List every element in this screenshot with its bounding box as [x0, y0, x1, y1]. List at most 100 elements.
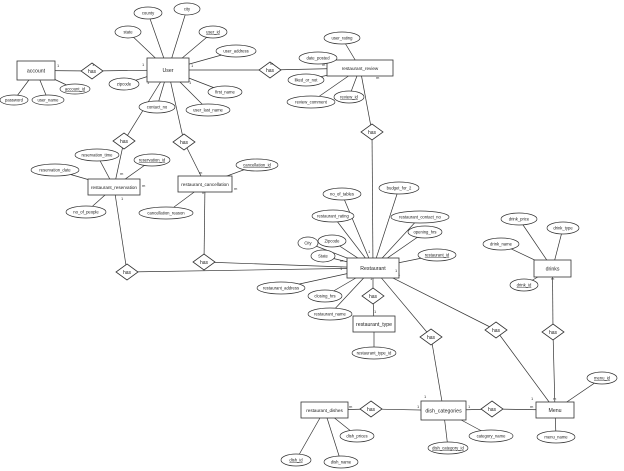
relationship-label: has [120, 139, 129, 145]
connector-line [359, 67, 373, 133]
attribute-restaurant-rating: restaurant_rating [311, 209, 355, 223]
attribute-city-r: City [297, 236, 319, 250]
attribute-label: closing_hrs [314, 294, 335, 299]
entity-user: User [146, 57, 190, 83]
attribute-ellipse [482, 237, 520, 251]
attribute-ellipse [65, 205, 107, 219]
cardinality-label: m [142, 183, 146, 188]
attribute-ellipse [59, 83, 91, 95]
relationship-label: has [488, 407, 497, 413]
attribute-label: opening_hrs [413, 230, 436, 235]
attribute-label: user_last_name [193, 108, 223, 113]
connector-line [324, 409, 342, 463]
relationship-diamond [484, 321, 508, 339]
relationship-diamond [112, 132, 136, 150]
attribute-user-id: user_id [198, 25, 228, 39]
cardinality-label: 1 [468, 404, 471, 409]
entities: account User restaurant_review restaurant_r… [16, 57, 575, 421]
relationship-label: has [549, 330, 558, 336]
attribute-label: reservation_time [82, 153, 114, 158]
attribute-ellipse [280, 453, 312, 467]
entity-label: account [27, 68, 46, 74]
relationship-diamond [480, 400, 504, 418]
entity-box [420, 400, 467, 421]
entity-label: restaurant_review [342, 66, 379, 71]
entity-label: drinks [546, 266, 560, 272]
relationship-label: has [367, 407, 376, 413]
attribute-label: cancellation_reason [147, 211, 185, 216]
attribute-ellipse [297, 236, 319, 250]
attribute-restaurant-address: restaurant_address [256, 281, 306, 295]
connector-line [372, 267, 432, 338]
relationship-r-user-review: has [258, 61, 282, 79]
attribute-ellipse [427, 441, 469, 455]
attribute-ellipse [0, 94, 29, 106]
attribute-ellipse [311, 209, 355, 223]
attribute-user-address: user_address [215, 44, 257, 58]
cardinality-label: 1 [340, 266, 343, 271]
attribute-label: user_rating [332, 36, 354, 41]
cardinality-label: m [234, 186, 238, 191]
attribute-ellipse [586, 371, 618, 385]
attribute-menu-name: menu_name [536, 430, 576, 444]
cardinality-label: 1 [147, 80, 150, 85]
attribute-label: drink_name [490, 242, 513, 247]
attribute-ellipse [173, 2, 201, 16]
cardinality-label: 1 [92, 62, 95, 67]
attribute-acc-user-name: user_name [31, 94, 65, 106]
cardinality-label: m [553, 396, 557, 401]
cardinality-label: m [120, 171, 124, 176]
attribute-ellipse [133, 153, 171, 167]
cardinality-label: 1 [191, 63, 194, 68]
attribute-drink-id: drink_id [509, 278, 539, 292]
attribute-label: menu_name [544, 435, 568, 440]
attribute-closing-hrs: closing_hrs [307, 289, 343, 303]
entity-label: restaurant_reservation [91, 185, 137, 190]
relationship-r-rest-cat: has [419, 328, 443, 346]
cardinality-label: m [530, 404, 534, 409]
key-attribute-label: drink_id [517, 283, 532, 288]
connector-line [552, 331, 556, 411]
attribute-account-id: account_id [59, 83, 91, 95]
cardinality-label: 1 [398, 272, 401, 277]
cardinality-label: m [270, 61, 274, 66]
attribute-ellipse [307, 289, 343, 303]
attribute-ellipse [407, 225, 443, 239]
connector-line [495, 329, 556, 411]
attribute-category-name: category_name [468, 429, 514, 443]
attribute-label: reservation_date [39, 168, 71, 173]
entity-rtype: restaurant_type [352, 315, 396, 333]
attribute-label: no_of_people [73, 210, 99, 215]
relationship-r-rest-type: has [361, 287, 385, 305]
attribute-liked-or-not: liked_or_not [287, 73, 325, 87]
cardinality-label: m [376, 75, 380, 80]
entity-reservation: restaurant_reservation [87, 178, 141, 196]
connector-line [371, 131, 374, 269]
attribute-ellipse [310, 249, 336, 263]
attribute-reservation-date: reservation_date [30, 163, 80, 177]
attribute-user-last-name: user_last_name [185, 103, 231, 117]
relationship-r-can-rest: has [192, 253, 216, 271]
attribute-ellipse [133, 6, 163, 20]
entity-box [16, 60, 56, 81]
cardinality-label: m [322, 62, 326, 67]
attribute-dish-id: dish_id [280, 453, 312, 467]
attribute-ellipse [298, 51, 338, 65]
entity-label: restaurant_cancellation [181, 182, 229, 187]
attribute-ellipse [468, 429, 514, 443]
entity-label: Menu [549, 408, 562, 414]
attribute-cancellation-id: cancellation_id [235, 158, 279, 172]
attribute-contact-no: contact_no [138, 100, 176, 114]
attribute-label: Zipcode [325, 239, 341, 244]
attribute-first-name: first_name [207, 85, 243, 99]
key-attribute-label: restaurant_id [425, 253, 450, 258]
relationship-diamond [115, 263, 139, 281]
attribute-label: budget_for_2 [387, 186, 412, 191]
relationship-r-acc-user: has [80, 62, 104, 80]
attribute-label: user_address [223, 49, 248, 54]
entity-restaurant: Restaurant [346, 257, 400, 279]
attribute-label: drink_type [553, 226, 573, 231]
cardinality-label: m [202, 190, 206, 195]
